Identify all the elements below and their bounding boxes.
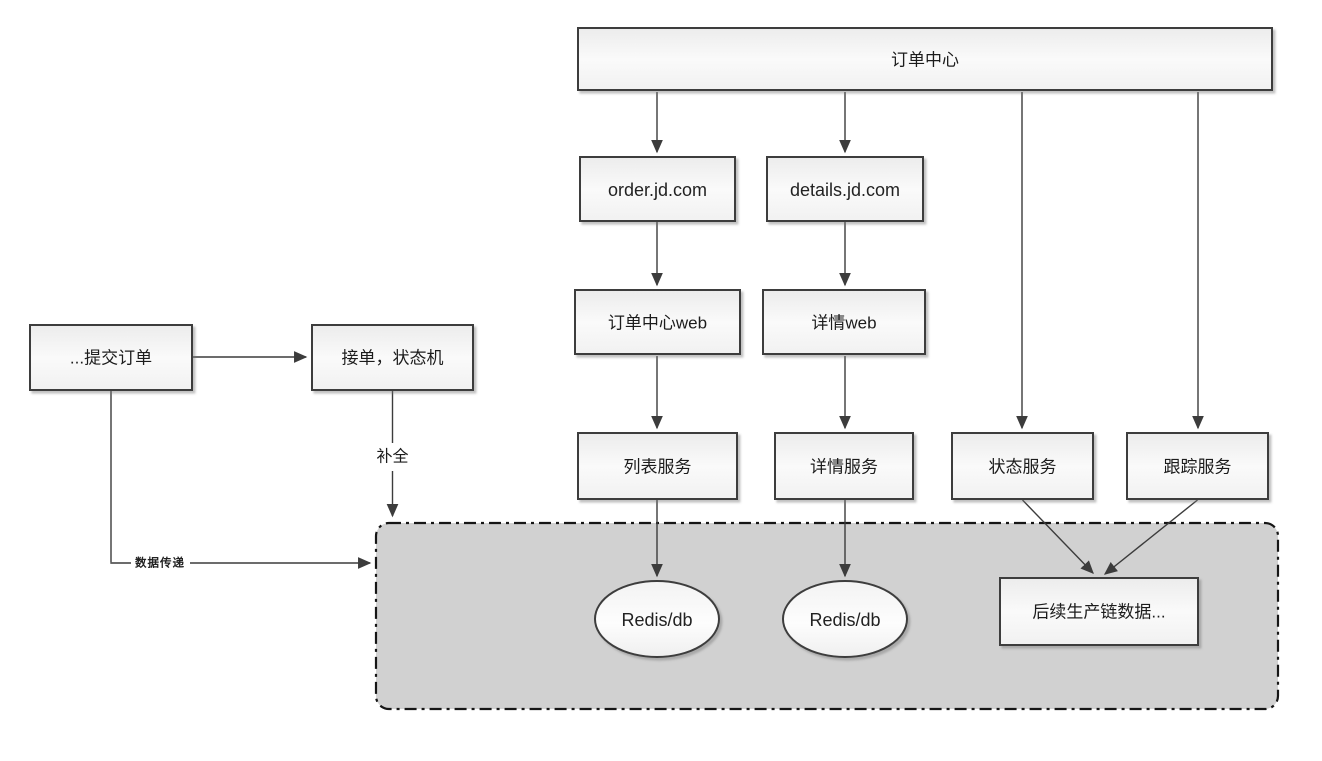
- node-order-center-box: [577, 27, 1273, 91]
- node-submit-order-label: ...提交订单: [70, 349, 152, 368]
- edge-label-complete: 补全: [376, 448, 408, 466]
- node-details-service-label: 详情服务: [810, 458, 878, 477]
- node-redis-db-right: Redis/db: [782, 580, 908, 658]
- node-status-service-label: 状态服务: [989, 458, 1057, 477]
- node-details-web: 详情web: [762, 289, 926, 355]
- node-list-service: 列表服务: [577, 432, 738, 500]
- node-list-service-box: [577, 432, 738, 500]
- node-order-jd-box: [579, 156, 736, 222]
- node-followup-data-label: 后续生产链数据...: [1032, 603, 1165, 622]
- edge-label-data-transfer: 数据传递: [135, 556, 185, 570]
- node-details-web-box: [762, 289, 926, 355]
- node-redis-db-left-label: Redis/db: [621, 610, 692, 630]
- node-order-center-label: 订单中心: [891, 51, 959, 70]
- node-details-web-label: 详情web: [811, 314, 876, 333]
- node-order-jd-label: order.jd.com: [608, 180, 707, 200]
- node-order-center-web: 订单中心web: [574, 289, 741, 355]
- node-redis-db-right-label: Redis/db: [809, 610, 880, 630]
- node-accept-order-label: 接单，状态机: [342, 349, 444, 368]
- node-redis-db-left: Redis/db: [594, 580, 720, 658]
- node-details-service: 详情服务: [774, 432, 914, 500]
- node-details-jd-box: [766, 156, 924, 222]
- node-accept-order-box: [311, 324, 474, 391]
- node-submit-order: ...提交订单: [29, 324, 193, 391]
- edge-status-service-to-followup: [1021, 499, 1094, 574]
- node-status-service-box: [951, 432, 1094, 500]
- node-followup-data-box: [999, 577, 1199, 646]
- node-tracking-service: 跟踪服务: [1126, 432, 1269, 500]
- node-order-center: 订单中心: [577, 27, 1273, 91]
- node-list-service-label: 列表服务: [624, 458, 692, 477]
- node-order-center-web-box: [574, 289, 741, 355]
- node-submit-order-box: [29, 324, 193, 391]
- node-accept-order-state-machine: 接单，状态机: [311, 324, 474, 391]
- edge-tracking-service-to-followup: [1103, 499, 1198, 575]
- node-tracking-service-label: 跟踪服务: [1164, 458, 1232, 477]
- node-redis-db-left-ellipse: [594, 580, 720, 658]
- node-order-center-web-label: 订单中心web: [608, 314, 707, 333]
- node-order-jd: order.jd.com: [579, 156, 736, 222]
- node-status-service: 状态服务: [951, 432, 1094, 500]
- node-details-jd-label: details.jd.com: [790, 180, 900, 200]
- edges-group: [110, 92, 1204, 578]
- node-details-jd: details.jd.com: [766, 156, 924, 222]
- node-redis-db-right-ellipse: [782, 580, 908, 658]
- node-details-service-box: [774, 432, 914, 500]
- node-tracking-service-box: [1126, 432, 1269, 500]
- node-followup-data: 后续生产链数据...: [999, 577, 1199, 646]
